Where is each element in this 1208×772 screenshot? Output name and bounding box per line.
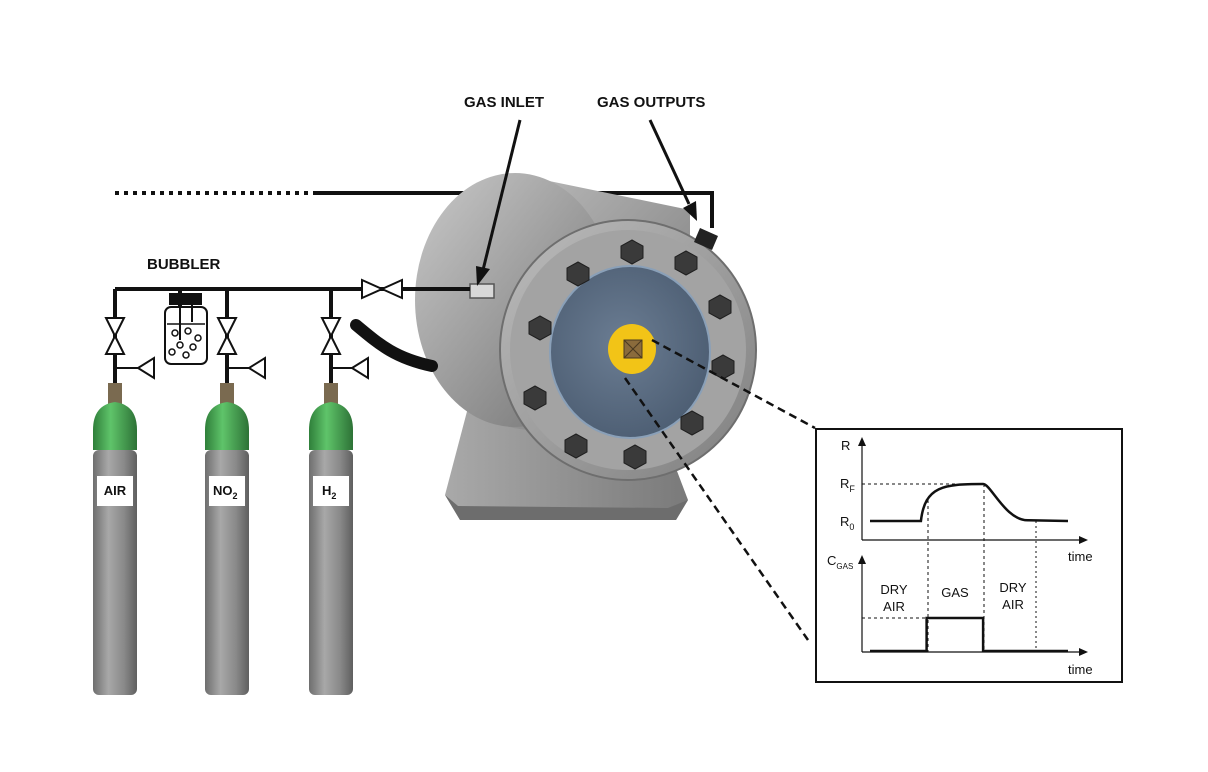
resistance-series-line <box>870 482 1069 523</box>
tick-label-r0: R0 <box>840 514 854 532</box>
bolt-icon <box>523 385 547 411</box>
h2-cylinder-label: H2 <box>322 483 336 501</box>
valve-icon <box>104 317 126 339</box>
air-cylinder: AIR <box>93 383 137 695</box>
gas-inlet-label: GAS INLET <box>464 94 544 111</box>
h2-cylinder: H2 <box>309 383 353 695</box>
no2-cylinder: NO2 <box>205 383 249 695</box>
bolt-icon <box>528 315 552 341</box>
gas-cylinders: AIR NO2 H2 <box>93 383 353 695</box>
concentration-x-label: time <box>1068 662 1093 677</box>
test-chamber <box>350 173 757 520</box>
gas-outputs-label: GAS OUTPUTS <box>597 94 705 111</box>
bubbles <box>168 327 202 359</box>
gas-outputs-arrow <box>648 119 691 205</box>
gas-inlet-arrow <box>481 119 522 271</box>
chamber-cable <box>350 319 438 372</box>
air-cylinder-label-plate <box>97 476 133 506</box>
regulator-icon <box>350 356 369 380</box>
bolt-icon <box>623 444 647 470</box>
resistance-y-label: R <box>841 438 850 453</box>
valve-icon <box>320 333 342 355</box>
phase-gas: GAS <box>941 585 969 600</box>
pressure-regulators <box>115 356 369 380</box>
bubbler <box>164 293 208 365</box>
concentration-series-line <box>870 616 1068 653</box>
regulator-icon <box>247 356 266 380</box>
regulator-icon <box>136 356 155 380</box>
gas-output-connector <box>694 228 718 250</box>
valve-icon <box>104 333 126 355</box>
concentration-y-label: CGAS <box>827 553 853 571</box>
bolt-icon <box>680 410 704 436</box>
air-cylinder-label: AIR <box>104 483 127 498</box>
tick-label-rf: RF <box>840 476 855 494</box>
chart-frame <box>815 428 1123 683</box>
resistance-chart: R time RF R0 <box>840 437 1093 564</box>
resistance-x-label: time <box>1068 549 1093 564</box>
bolt-icon <box>564 433 588 459</box>
gas-inlet-connector <box>469 283 495 299</box>
cylinder-valves <box>104 317 342 355</box>
zoom-line-top <box>651 338 816 430</box>
bolt-icon <box>708 294 732 320</box>
bolt-icon <box>620 239 644 265</box>
no2-cylinder-label-plate <box>209 476 245 506</box>
outlet-pipe <box>315 191 714 228</box>
bolt-icon <box>674 250 698 276</box>
valve-icon <box>216 333 238 355</box>
bolt-icon <box>566 261 590 287</box>
valve-icon <box>320 317 342 339</box>
h2-cylinder-label-plate <box>313 476 349 506</box>
bubbler-label: BUBBLER <box>147 256 220 273</box>
no2-cylinder-label: NO2 <box>213 483 238 501</box>
main-line-valve-icon <box>361 278 403 300</box>
valve-icon <box>216 317 238 339</box>
flange-bolts <box>523 239 735 470</box>
zoom-line-bottom <box>623 377 810 641</box>
